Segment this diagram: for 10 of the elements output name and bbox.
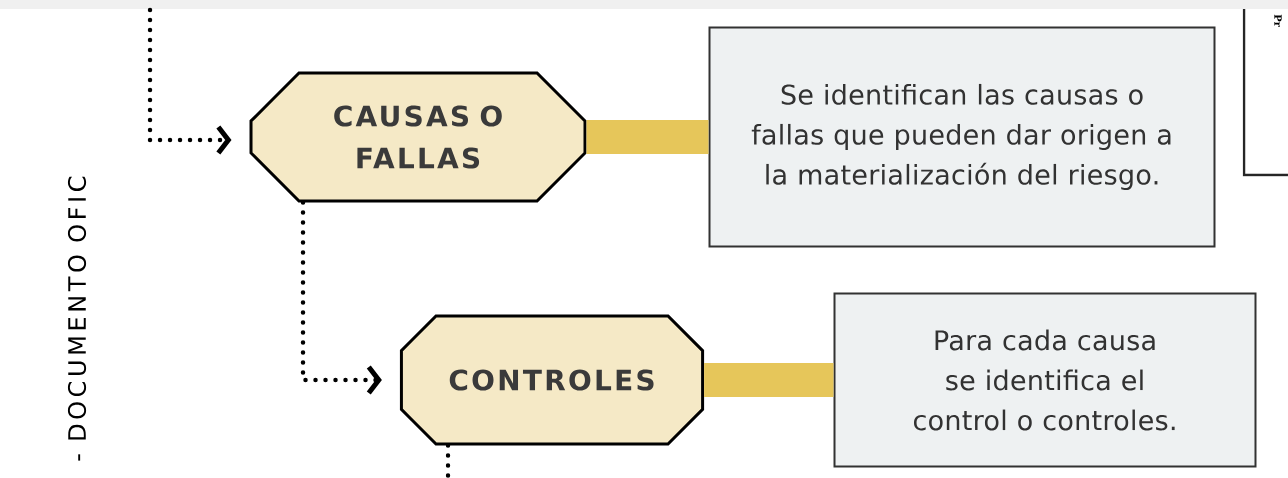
description-box: Se identifican las causas o fallas que pueden dar origen a la materialización del riesgo. [708, 26, 1216, 248]
dotted-arrow [300, 200, 382, 395]
process-box: CONTROLES [399, 314, 705, 446]
vertical-label: - DOCUMENTO OFIC [67, 176, 87, 461]
description-box: Para cada causa se identifica el control o controles. [833, 292, 1257, 468]
connector-bar [586, 120, 709, 154]
dotted-arrow [147, 7, 232, 155]
dotted-line [445, 443, 451, 478]
connector-bar [704, 363, 834, 397]
vertical-label: Pr [1274, 14, 1282, 28]
